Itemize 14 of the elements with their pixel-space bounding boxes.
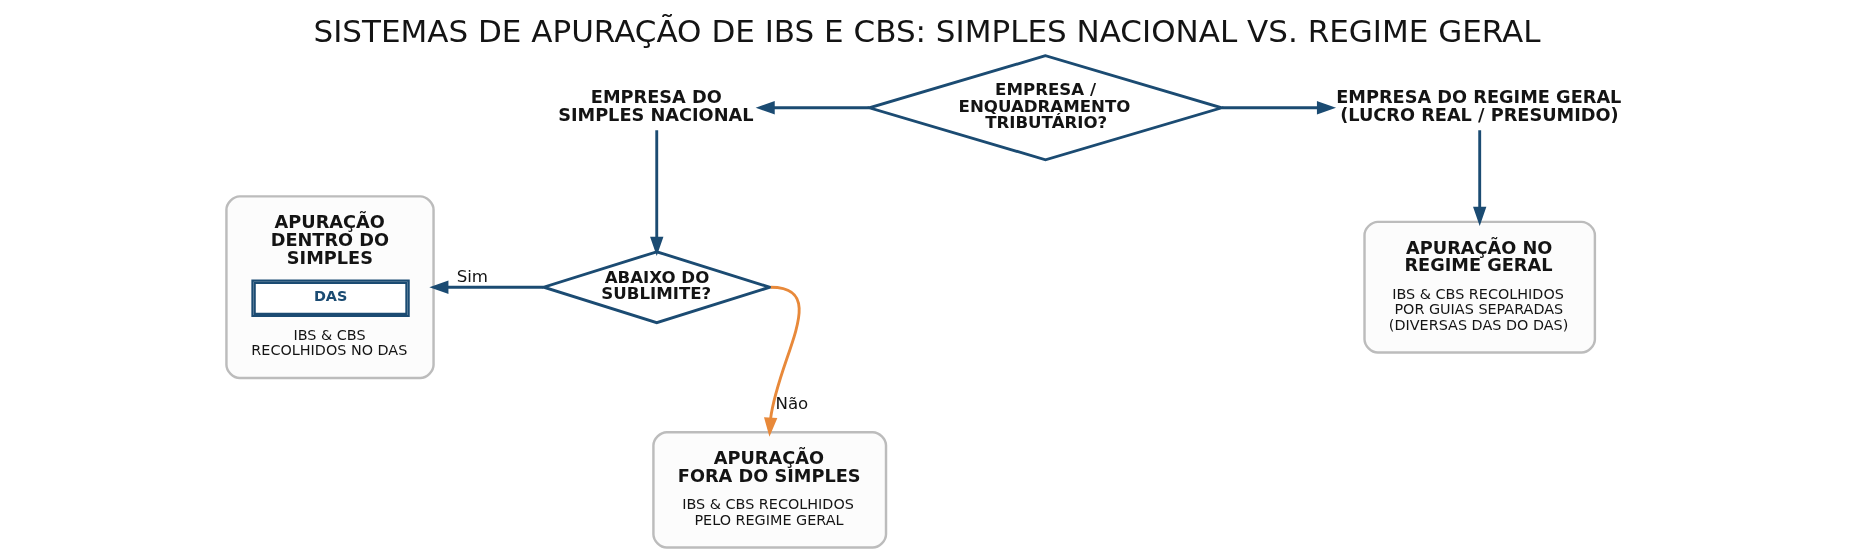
edge-label: Não	[775, 394, 809, 414]
edge-label: Sim	[456, 266, 489, 286]
arrow	[650, 130, 664, 256]
arrow	[764, 285, 801, 437]
arrow	[755, 101, 870, 115]
arrow	[1221, 101, 1337, 115]
diagram-title: SISTEMAS DE APURAÇÃO DE IBS E CBS: SIMPLES NACIONAL VS. REGIME GERAL	[313, 12, 1541, 49]
node-box: APURAÇÃO NO REGIME GERAL IBS & CBS RECOLHIDOS POR GUIAS SEPARADAS (DIVERSAS DAS DO DAS)	[1363, 220, 1597, 354]
arrow	[1473, 130, 1487, 226]
node-box: APURAÇÃO FORA DO SIMPLES IBS & CBS RECOLHIDOS PELO REGIME GERAL	[652, 431, 888, 549]
node-box: APURAÇÃO DENTRO DO SIMPLES DAS IBS & CBS RECOLHIDOS NO DAS	[225, 195, 435, 380]
node-text: EMPRESA DO REGIME GERAL (LUCRO REAL / PRESUMIDO)	[1336, 87, 1622, 125]
node-text: EMPRESA DO SIMPLES NACIONAL	[558, 87, 754, 125]
arrow	[429, 280, 544, 294]
